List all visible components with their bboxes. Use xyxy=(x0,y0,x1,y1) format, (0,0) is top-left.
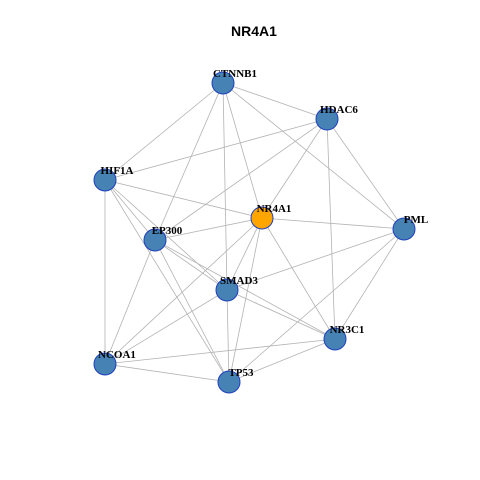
edge-ctnnb1-pml xyxy=(222,82,405,230)
edge-hif1a-smad3 xyxy=(104,179,228,291)
edge-layer xyxy=(104,82,405,383)
edge-ctnnb1-hif1a xyxy=(104,82,224,181)
edge-ctnnb1-smad3 xyxy=(222,82,228,291)
edge-nr4a1-pml xyxy=(261,217,405,230)
edge-nr4a1-ncoa1 xyxy=(104,217,263,365)
edge-nr4a1-nr3c1 xyxy=(261,217,336,340)
edge-hdac6-nr3c1 xyxy=(326,118,336,340)
edge-ncoa1-tp53 xyxy=(104,363,230,383)
node-circle-nr4a1[interactable] xyxy=(250,206,274,230)
node-circle-ep300[interactable] xyxy=(143,228,167,252)
edge-ep300-smad3 xyxy=(154,239,228,291)
node-label-nr3c1: NR3C1 xyxy=(330,324,365,336)
edge-nr3c1-ncoa1 xyxy=(104,338,336,365)
node-nr3c1[interactable]: NR3C1 xyxy=(323,324,365,351)
node-pml[interactable]: PML xyxy=(392,214,428,241)
node-label-ep300: EP300 xyxy=(152,225,183,237)
node-smad3[interactable]: SMAD3 xyxy=(215,275,258,302)
node-circle-tp53[interactable] xyxy=(217,370,241,394)
edge-pml-tp53 xyxy=(228,228,405,383)
node-circle-smad3[interactable] xyxy=(215,278,239,302)
edge-ep300-nr3c1 xyxy=(154,239,336,340)
edge-hdac6-nr4a1 xyxy=(261,118,328,219)
node-tp53[interactable]: TP53 xyxy=(217,367,254,394)
edge-nr4a1-smad3 xyxy=(226,217,263,291)
node-ctnnb1[interactable]: CTNNB1 xyxy=(211,68,257,95)
node-nr4a1[interactable]: NR4A1 xyxy=(250,203,292,230)
edge-ctnnb1-hdac6 xyxy=(222,82,328,120)
node-circle-hif1a[interactable] xyxy=(93,168,117,192)
node-ncoa1[interactable]: NCOA1 xyxy=(93,349,136,376)
edge-nr4a1-ep300 xyxy=(154,217,263,241)
node-circle-ctnnb1[interactable] xyxy=(211,71,235,95)
node-circle-pml[interactable] xyxy=(392,217,416,241)
node-ep300[interactable]: EP300 xyxy=(143,225,183,252)
node-label-tp53: TP53 xyxy=(228,367,254,379)
edge-ctnnb1-nr4a1 xyxy=(222,82,263,219)
edge-hdac6-hif1a xyxy=(104,118,328,181)
node-circle-hdac6[interactable] xyxy=(315,107,339,131)
diagram-title: NR4A1 xyxy=(231,23,277,39)
edge-nr4a1-tp53 xyxy=(228,217,263,383)
node-label-hdac6: HDAC6 xyxy=(320,104,358,116)
edge-smad3-nr3c1 xyxy=(226,289,336,340)
edge-pml-nr3c1 xyxy=(334,228,405,340)
edge-nr3c1-tp53 xyxy=(228,338,336,383)
node-label-nr4a1: NR4A1 xyxy=(257,203,292,215)
edge-hif1a-ep300 xyxy=(104,179,156,241)
node-hdac6[interactable]: HDAC6 xyxy=(315,104,358,131)
node-circle-nr3c1[interactable] xyxy=(323,327,347,351)
node-circle-ncoa1[interactable] xyxy=(93,352,117,376)
edge-ep300-ncoa1 xyxy=(104,239,156,365)
node-label-ncoa1: NCOA1 xyxy=(98,349,136,361)
node-label-ctnnb1: CTNNB1 xyxy=(213,68,257,80)
edge-hdac6-pml xyxy=(326,118,405,230)
node-label-pml: PML xyxy=(404,214,428,226)
edge-hif1a-nr4a1 xyxy=(104,179,263,219)
edge-pml-smad3 xyxy=(226,228,405,291)
edge-smad3-tp53 xyxy=(226,289,230,383)
edge-smad3-ncoa1 xyxy=(104,289,228,365)
edge-hif1a-tp53 xyxy=(104,179,230,383)
edge-hdac6-ep300 xyxy=(154,118,328,241)
edge-ctnnb1-ep300 xyxy=(154,82,224,241)
node-label-smad3: SMAD3 xyxy=(220,275,258,287)
node-label-hif1a: HIF1A xyxy=(101,165,134,177)
node-hif1a[interactable]: HIF1A xyxy=(93,165,134,192)
